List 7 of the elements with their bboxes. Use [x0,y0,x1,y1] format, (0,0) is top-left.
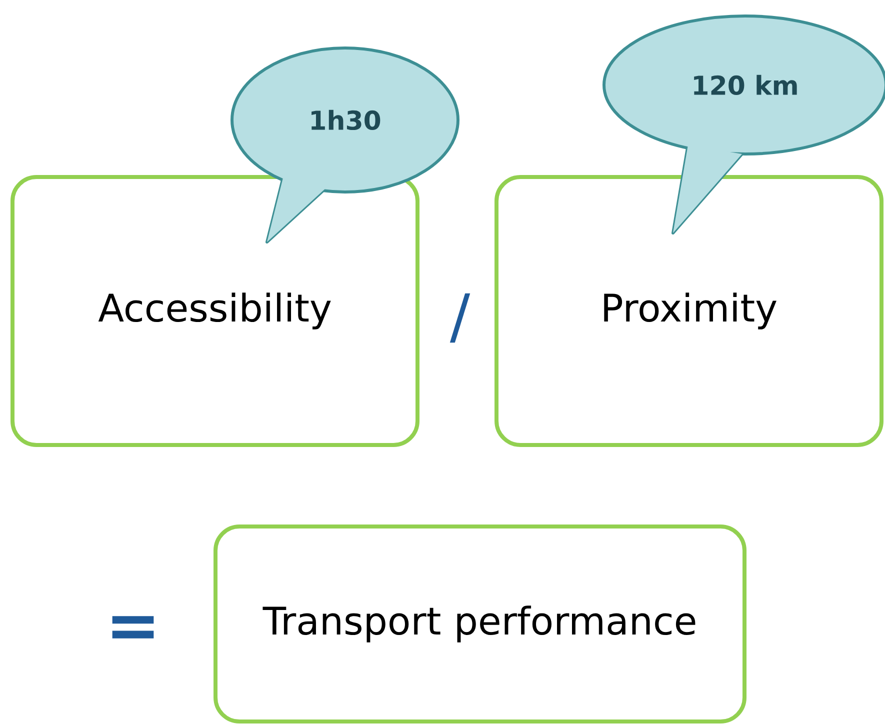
text-box: Transport performance [214,524,746,724]
operator-sign: / [450,293,470,343]
text-box: Accessibility [10,175,420,447]
speech-bubble: 120 km [602,14,885,234]
operator-sign: = [112,616,154,638]
text-box: Proximity [494,175,884,447]
speech-bubble: 1h30 [230,46,460,244]
